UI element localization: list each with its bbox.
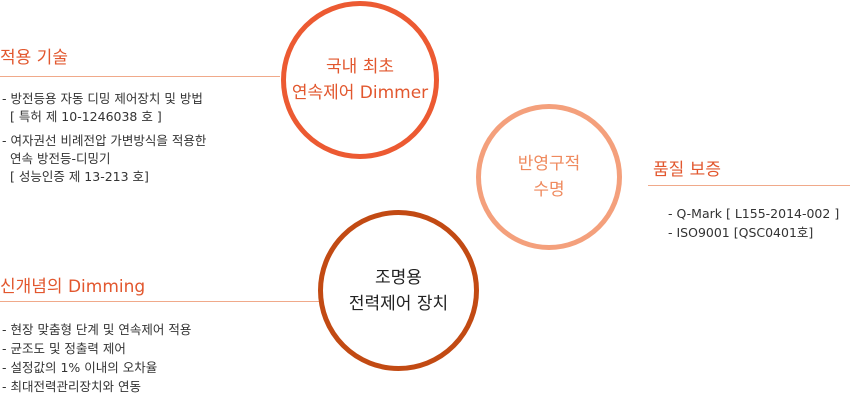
list-item: - 현장 맞춤형 단계 및 연속제어 적용 [2,322,192,337]
list-item: - 최대전력관리장치와 연동 [2,379,141,394]
circle-label: 반영구적 [517,154,581,174]
list-item: - Q-Mark [ L155-2014-002 ] [668,206,840,221]
list-item-line: 연속 방전등-디밍기 [10,151,111,166]
new-dimming-list: - 현장 맞춤형 단계 및 연속제어 적용 - 균조도 및 정출력 제어 - 설… [2,320,302,396]
circle-label: 국내 최초 [326,57,394,77]
circle-label: 조명용 [375,267,422,288]
applied-tech-list: - 방전등용 자동 디밍 제어장치 및 방법 [ 특허 제 10-1246038… [2,90,272,192]
connector-line-top-left [0,76,280,77]
circle-label: 연속제어 Dimmer [291,83,429,103]
list-item: - ISO9001 [QSC0401호] [668,225,814,240]
circle-label: 전력제어 장치 [348,293,449,314]
list-item-line: - 방전등용 자동 디밍 제어장치 및 방법 [2,91,203,106]
list-item: - 설정값의 1% 이내의 오차율 [2,360,158,375]
circle-semi-permanent-life: 반영구적 수명 [476,104,622,250]
circle-label: 수명 [533,180,565,200]
list-item-line: - 여자권선 비례전압 가변방식을 적용한 [2,133,207,148]
section-heading-applied-tech: 적용 기술 [0,48,68,68]
list-item: - 방전등용 자동 디밍 제어장치 및 방법 [ 특허 제 10-1246038… [2,90,272,126]
list-item: - 여자권선 비례전압 가변방식을 적용한 연속 방전등-디밍기 [ 성능인증 … [2,132,272,186]
list-item: - 균조도 및 정출력 제어 [2,341,126,356]
quality-assurance-list: - Q-Mark [ L155-2014-002 ] - ISO9001 [QS… [668,204,850,242]
circle-lighting-power-control: 조명용 전력제어 장치 [318,210,479,371]
list-item-line: [ 성능인증 제 13-213 호] [10,169,149,184]
connector-line-bottom-left [0,301,322,302]
connector-line-right [648,185,850,186]
circle-first-domestic: 국내 최초 연속제어 Dimmer [281,1,439,159]
list-item-line: [ 특허 제 10-1246038 호 ] [10,109,162,124]
section-heading-new-dimming: 신개념의 Dimming [0,277,146,297]
section-heading-quality-assurance: 품질 보증 [653,160,721,180]
